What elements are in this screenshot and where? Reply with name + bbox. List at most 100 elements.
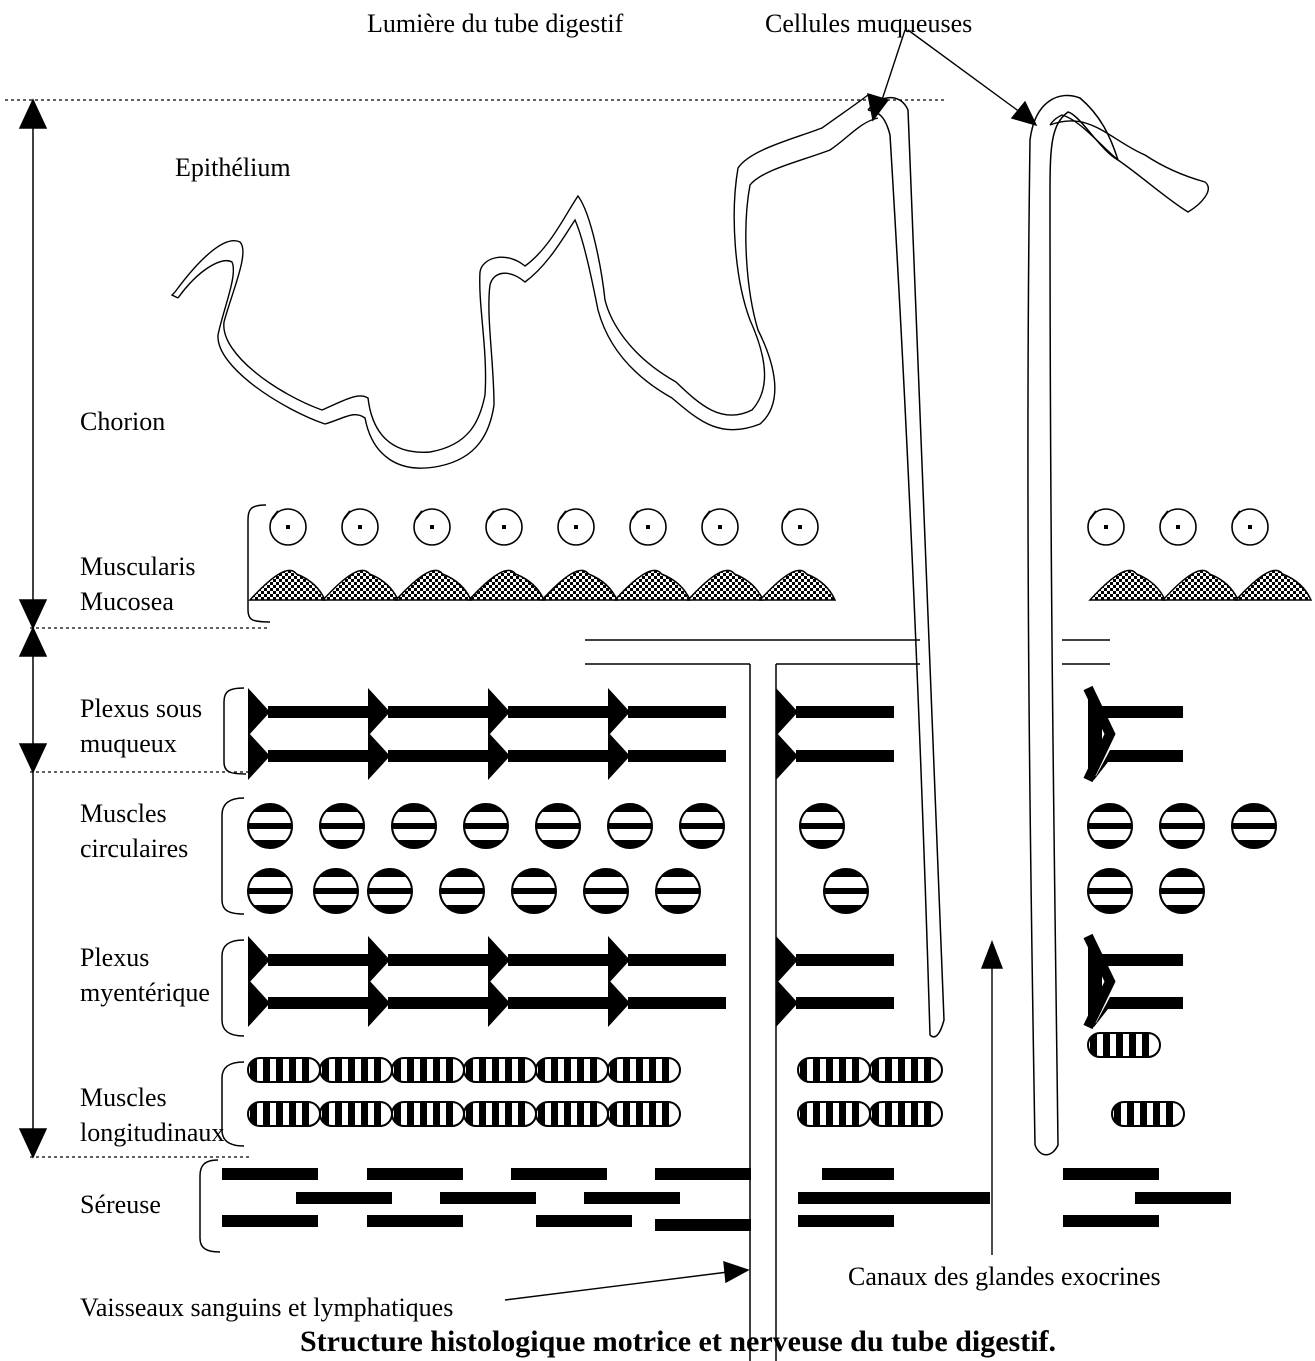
arrowhead-down-icon	[20, 744, 46, 772]
label-myenteric-line2: myentérique	[80, 978, 210, 1007]
myenteric-plexus	[248, 936, 1183, 1027]
arrowhead-down-icon	[20, 600, 46, 628]
longitudinal-muscle-fiber	[248, 1102, 320, 1126]
submucosal-brace	[224, 688, 246, 774]
longitudinal-muscle-fiber	[870, 1058, 942, 1082]
neuron-body-icon	[248, 979, 270, 1027]
circular-muscle-fiber	[512, 869, 556, 913]
spindle-muscle-cell	[1163, 570, 1238, 600]
longitudinal-muscle-fiber	[1112, 1102, 1184, 1126]
longitudinal-muscle-fiber	[608, 1058, 680, 1082]
arrowhead-icon	[724, 1262, 748, 1282]
circular-muscle-fiber	[314, 869, 358, 913]
mucous-cells-pointer-right	[908, 30, 1028, 118]
serosa-fiber	[822, 1168, 894, 1180]
circular-muscle-fiber	[368, 869, 412, 913]
serosa-fibers	[222, 1168, 1231, 1231]
serosa-fiber	[222, 1168, 318, 1180]
serosa-fiber	[511, 1168, 607, 1180]
neuron-body-icon	[776, 688, 798, 736]
label-epithelium: Epithélium	[175, 153, 291, 182]
serosa-fiber	[1063, 1168, 1159, 1180]
circular-muscle-fiber	[1232, 804, 1276, 848]
serosa-fiber	[1063, 1215, 1159, 1227]
longitudinal-muscle-fiber	[536, 1058, 608, 1082]
longitudinal-muscle-fibers	[248, 1033, 1184, 1126]
circular-muscle-fiber	[608, 804, 652, 848]
arrowhead-icon	[1012, 102, 1036, 125]
neuron-body-icon	[248, 936, 270, 984]
longitudinal-brace	[222, 1062, 244, 1146]
label-muscularis-line1: Muscularis	[80, 552, 196, 581]
arrowhead-icon	[982, 942, 1002, 968]
longitudinal-muscle-fiber	[464, 1102, 536, 1126]
longitudinal-muscle-fiber	[392, 1102, 464, 1126]
label-circular-line1: Muscles	[80, 799, 167, 828]
serosa-fiber	[655, 1219, 751, 1231]
submucosal-plexus	[248, 688, 1183, 780]
myenteric-brace	[222, 940, 244, 1036]
circular-muscle-fiber	[536, 804, 580, 848]
longitudinal-muscle-fiber	[536, 1102, 608, 1126]
neuron-body-icon	[1088, 936, 1183, 1027]
label-exocrine: Canaux des glandes exocrines	[848, 1262, 1161, 1291]
neuron-body-icon	[776, 732, 798, 780]
circular-muscle-fiber	[248, 804, 292, 848]
arrowhead-down-icon	[20, 1129, 46, 1157]
longitudinal-muscle-fiber	[320, 1058, 392, 1082]
spindle-muscle-cell	[323, 570, 398, 600]
circular-muscle-fiber	[248, 869, 292, 913]
label-muscularis-line2: Mucosea	[80, 587, 174, 616]
circular-muscle-fiber	[464, 804, 508, 848]
neuron-body-icon	[1088, 688, 1183, 780]
spindle-muscle-cell	[396, 570, 471, 600]
pointer-arrows	[505, 30, 1036, 1300]
spindle-muscle-cell	[688, 570, 763, 600]
neuron-body-icon	[776, 979, 798, 1027]
serosa-fiber	[798, 1215, 894, 1227]
villus-tip-right	[1050, 115, 1208, 212]
mucous-gland-left	[868, 98, 944, 1037]
spindle-muscle-cell	[615, 570, 690, 600]
vessels-pointer	[505, 1272, 728, 1300]
circular-muscle-fiber	[800, 804, 844, 848]
arrowhead-up-icon	[20, 100, 46, 128]
serosa-fiber	[1135, 1192, 1231, 1204]
spindle-muscle-cell	[469, 570, 544, 600]
neuron-body-icon	[776, 936, 798, 984]
serosa-fiber	[367, 1215, 463, 1227]
muscularis-mucosa-spindles	[250, 570, 1311, 600]
spindle-muscle-cell	[250, 570, 325, 600]
serosa-fiber	[440, 1192, 536, 1204]
longitudinal-muscle-fiber	[870, 1102, 942, 1126]
label-serosa: Séreuse	[80, 1190, 161, 1219]
circular-muscle-fiber	[824, 869, 868, 913]
mucous-glands	[868, 95, 1118, 1154]
label-circular-line2: circulaires	[80, 834, 188, 863]
muscularis-brace	[248, 505, 270, 622]
circular-muscle-fibers	[248, 804, 1276, 913]
serosa-fiber	[655, 1168, 751, 1180]
label-submucosal-line2: muqueux	[80, 729, 177, 758]
circular-muscle-fiber	[1088, 869, 1132, 913]
serosa-fiber	[367, 1168, 463, 1180]
longitudinal-muscle-fiber	[464, 1058, 536, 1082]
circular-muscle-fiber	[320, 804, 364, 848]
spindle-muscle-cell	[542, 570, 617, 600]
spindle-muscle-cell	[760, 570, 835, 600]
label-submucosal-line1: Plexus sous	[80, 694, 202, 723]
labels: Lumière du tube digestif Cellules muqueu…	[80, 9, 1161, 1358]
label-longitudinal-line2: longitudinaux	[80, 1118, 224, 1147]
circular-muscle-fiber	[440, 869, 484, 913]
serosa-fiber	[536, 1215, 632, 1227]
spindle-muscle-cell	[1236, 570, 1311, 600]
arrowhead-up-icon	[20, 628, 46, 656]
longitudinal-muscle-fiber	[248, 1058, 320, 1082]
circular-muscle-fiber	[584, 869, 628, 913]
epithelium-folds	[172, 95, 1208, 468]
serosa-fiber	[222, 1215, 318, 1227]
neuron-body-icon	[248, 732, 270, 780]
spindle-muscle-cell	[1090, 570, 1165, 600]
longitudinal-muscle-fiber	[798, 1102, 870, 1126]
